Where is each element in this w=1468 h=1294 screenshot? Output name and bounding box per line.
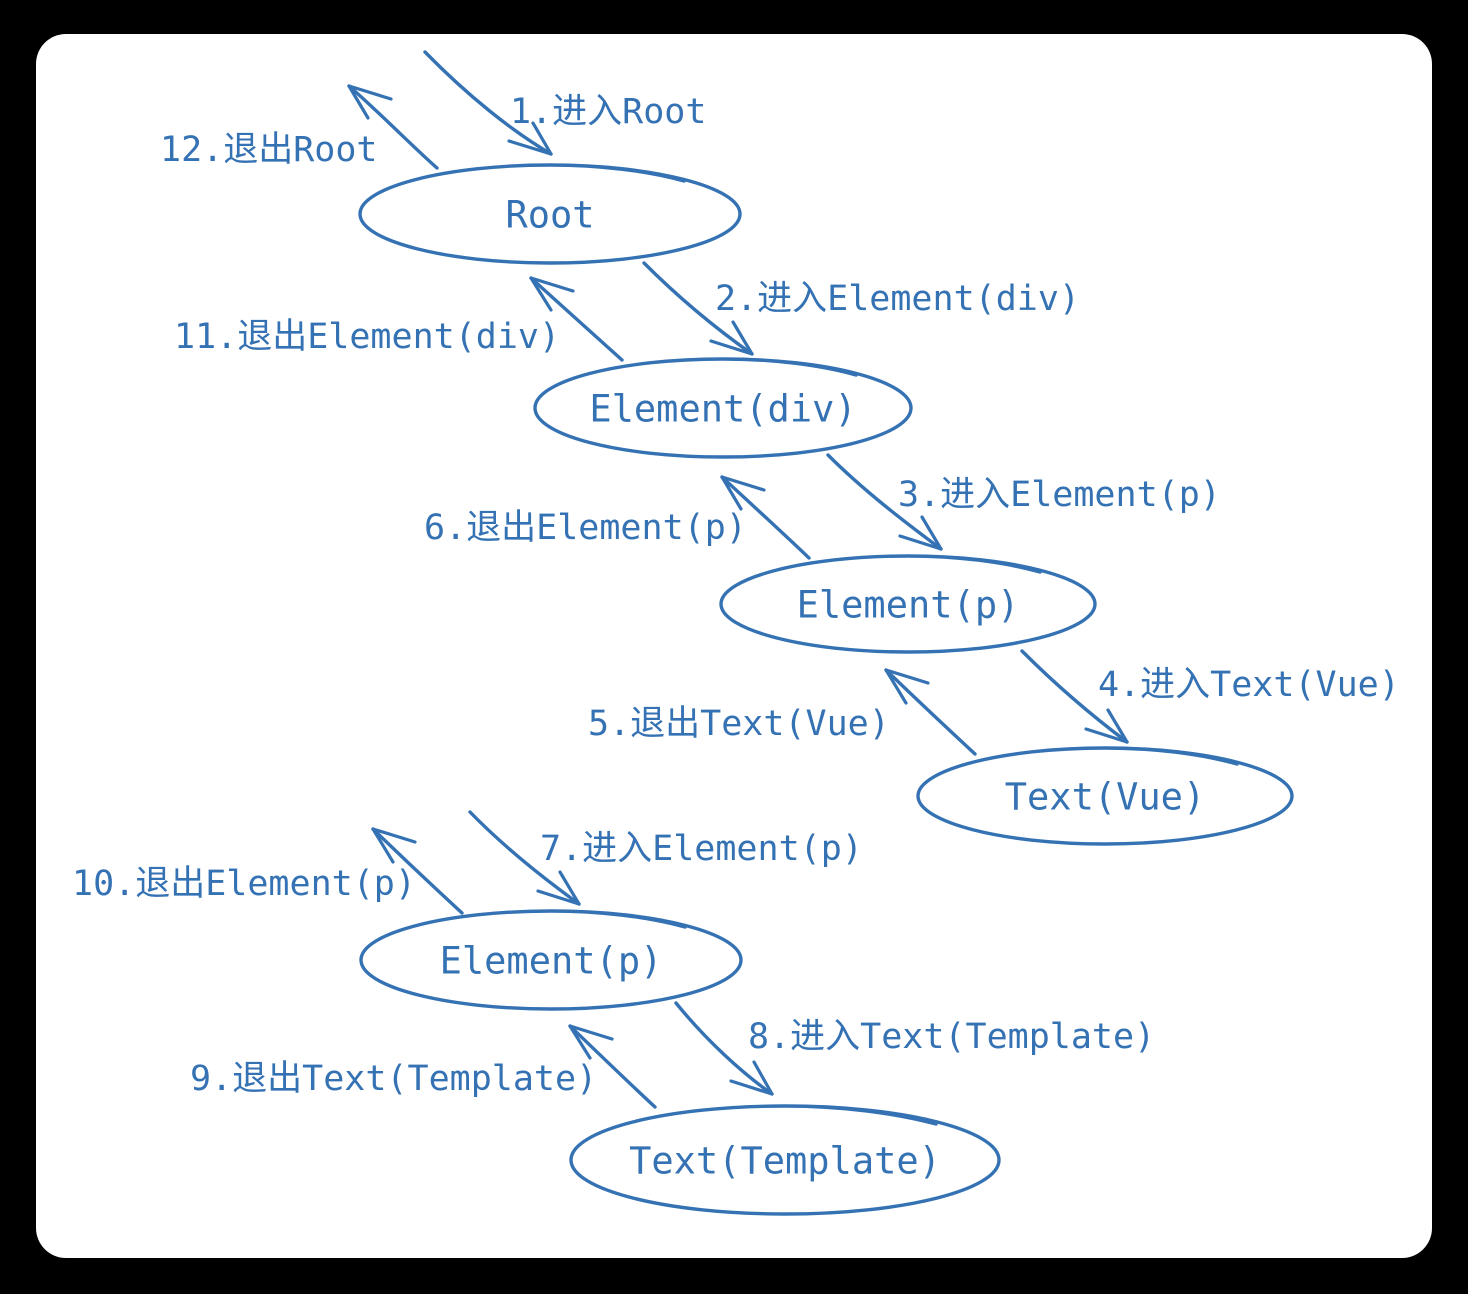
node-label: Text(Template)	[629, 1140, 941, 1183]
node-element-p-1[interactable]: Element(p)	[719, 554, 1097, 654]
edge-exit-text-template	[568, 1024, 657, 1109]
node-label: Root	[505, 194, 594, 237]
node-label: Element(p)	[797, 584, 1020, 627]
edge-exit-element-div	[529, 276, 624, 362]
edge-label-4: 4.进入Text(Vue)	[1098, 665, 1400, 705]
edge-label-5: 5.退出Text(Vue)	[588, 704, 890, 744]
node-text-template[interactable]: Text(Template)	[569, 1104, 1001, 1216]
edge-enter-text-vue	[1020, 649, 1129, 744]
edge-exit-element-p-1	[720, 475, 811, 560]
edge-label-1: 1.进入Root	[510, 92, 706, 132]
node-element-p-2[interactable]: Element(p)	[359, 909, 743, 1011]
edge-label-9: 9.退出Text(Template)	[190, 1059, 597, 1099]
edge-enter-element-p-1	[826, 453, 943, 551]
edge-label-8: 8.进入Text(Template)	[748, 1017, 1155, 1057]
edge-label-11: 11.退出Element(div)	[174, 317, 560, 357]
edge-exit-element-p-2	[371, 827, 464, 915]
edge-exit-root	[347, 84, 439, 170]
edge-enter-element-p-2	[468, 810, 581, 906]
diagram-card	[36, 34, 1432, 1258]
edge-label-6: 6.退出Element(p)	[424, 508, 747, 548]
edge-label-12: 12.退出Root	[160, 130, 378, 170]
edge-label-3: 3.进入Element(p)	[898, 475, 1221, 515]
edge-label-7: 7.进入Element(p)	[540, 829, 863, 869]
edge-exit-text-vue	[884, 668, 977, 756]
edge-enter-root	[423, 50, 553, 156]
node-text-vue[interactable]: Text(Vue)	[916, 746, 1294, 846]
edge-enter-text-template	[674, 1001, 774, 1096]
edge-enter-element-div	[642, 261, 754, 356]
node-label: Text(Vue)	[1005, 776, 1205, 819]
edge-label-2: 2.进入Element(div)	[715, 279, 1080, 319]
node-element-div[interactable]: Element(div)	[533, 357, 913, 459]
node-label: Element(div)	[589, 388, 856, 431]
edge-label-10: 10.退出Element(p)	[72, 864, 416, 904]
node-root[interactable]: Root	[358, 163, 742, 265]
node-label: Element(p)	[440, 940, 663, 983]
